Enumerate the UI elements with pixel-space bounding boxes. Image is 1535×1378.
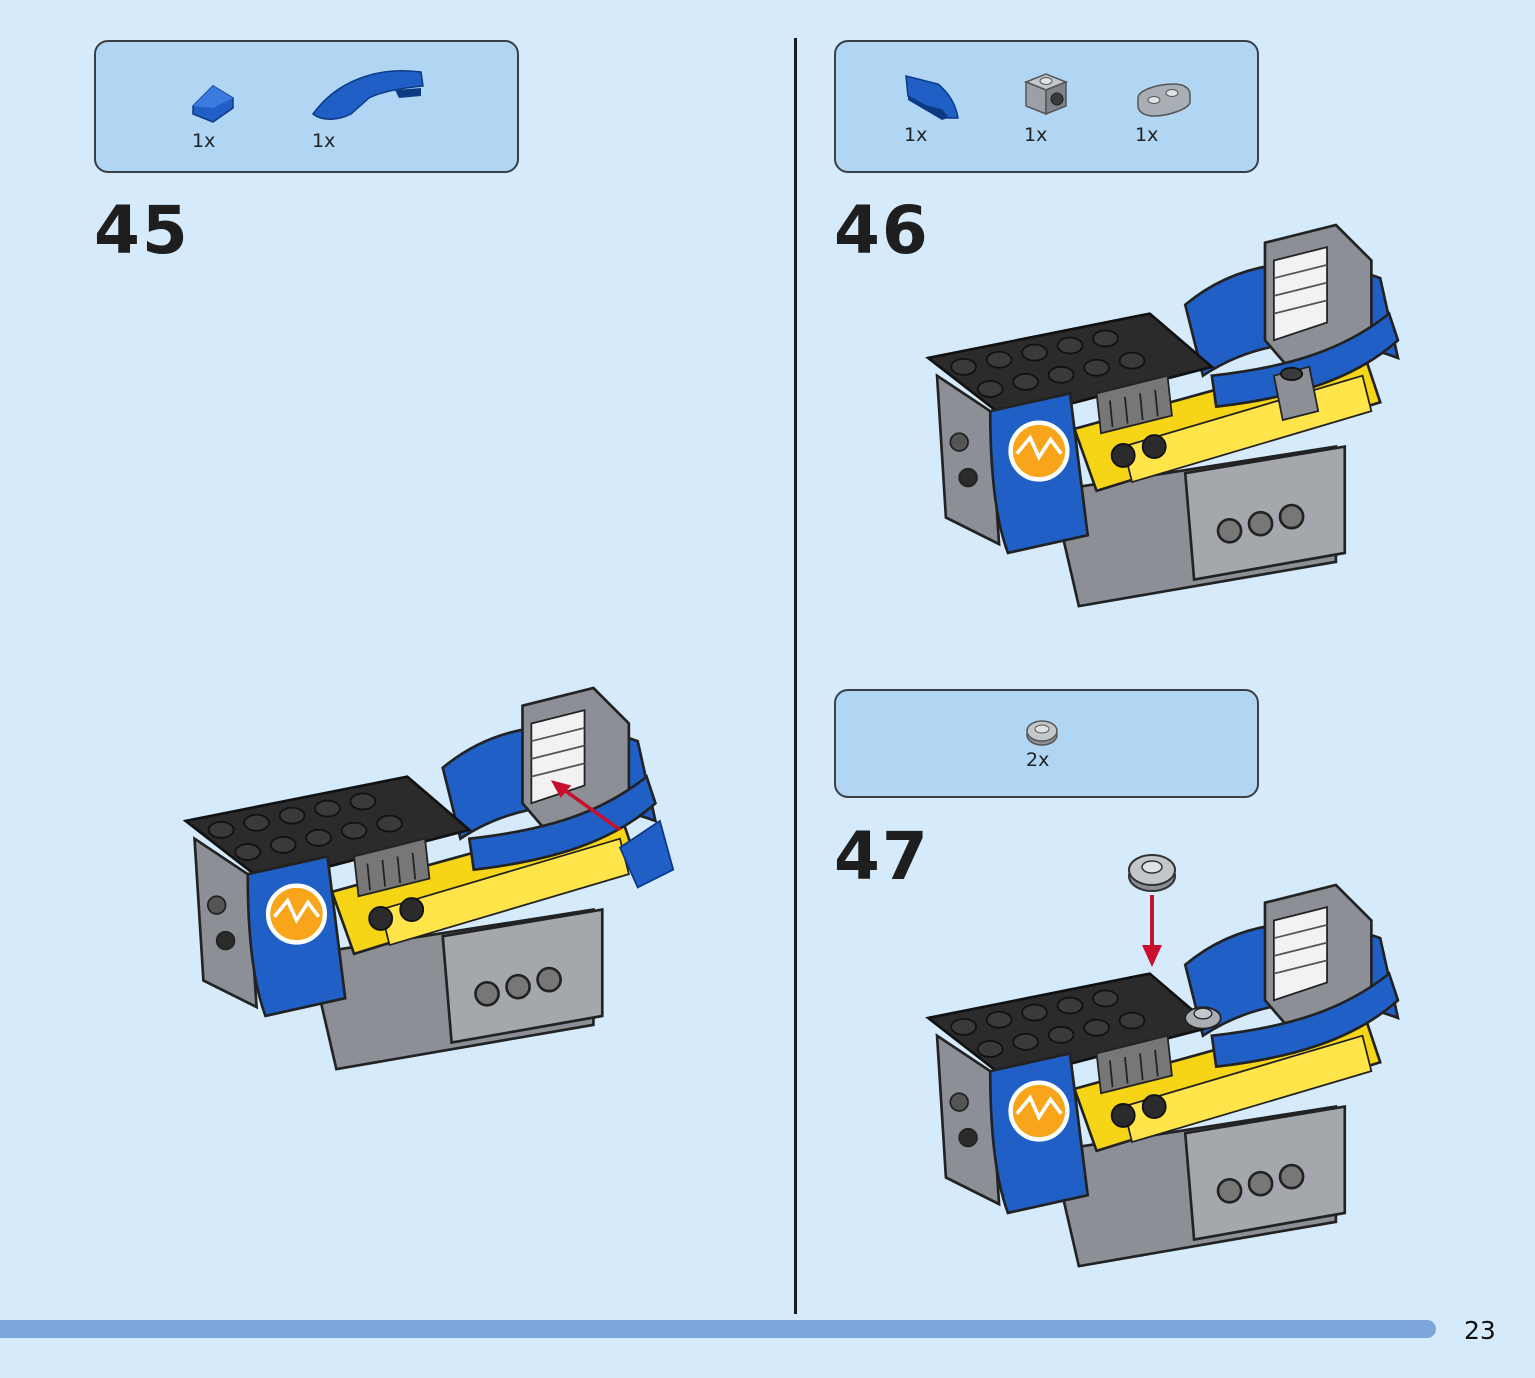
part-quantity: 1x: [312, 130, 336, 152]
parts-callout-step-47: 2x: [834, 689, 1259, 798]
assembly-model-step-47: [895, 885, 1440, 1275]
part-quantity: 2x: [1026, 749, 1050, 771]
step-number: 47: [834, 818, 930, 895]
assembly-model-step-46: [895, 225, 1440, 615]
grey-bracket-brick-icon: [1023, 73, 1069, 116]
footer-progress-bar: [0, 1320, 1436, 1338]
column-divider: [794, 38, 797, 1314]
parts-callout-step-46: 1x 1x 1x: [834, 40, 1259, 173]
step-number: 46: [834, 192, 930, 269]
step-number: 45: [94, 192, 190, 269]
blue-curved-slope-icon: [311, 70, 424, 120]
grey-round-tile-icon: [1026, 720, 1058, 746]
part-quantity: 1x: [1024, 124, 1048, 146]
part-quantity: 1x: [192, 130, 216, 152]
part-quantity: 1x: [1135, 124, 1159, 146]
red-placement-arrow: [1142, 895, 1162, 967]
part-quantity: 1x: [904, 124, 928, 146]
assembly-model-step-45: [125, 688, 675, 1078]
parts-callout-step-45: 1x 1x: [94, 40, 519, 173]
page-number: 23: [1464, 1316, 1496, 1345]
blue-wedge-tile-icon: [905, 75, 959, 120]
grey-jumper-plate-icon: [1137, 83, 1191, 117]
grey-round-tile-icon: [1128, 854, 1176, 892]
blue-slope-brick-icon: [192, 85, 234, 123]
